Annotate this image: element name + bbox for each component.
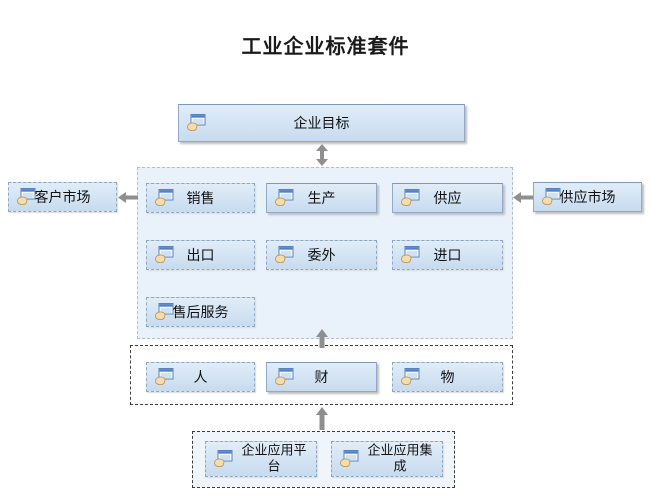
node-supply[interactable]: 供应 <box>392 183 503 213</box>
form-icon <box>154 189 174 207</box>
node-import[interactable]: 进口 <box>392 240 503 270</box>
node-label: 委外 <box>307 248 336 264</box>
node-label: 企业应用集成 <box>367 443 433 474</box>
form-icon <box>154 303 174 321</box>
node-material[interactable]: 物 <box>392 362 503 392</box>
node-label: 出口 <box>186 248 215 264</box>
double-vertical-arrow-icon <box>316 144 328 166</box>
node-label: 物 <box>440 370 455 386</box>
node-people[interactable]: 人 <box>146 362 255 392</box>
node-app-integration[interactable]: 企业应用集成 <box>331 441 443 477</box>
node-customer-market[interactable]: 客户市场 <box>8 182 117 212</box>
form-icon <box>400 246 420 264</box>
node-label: 财 <box>314 370 329 386</box>
node-label: 企业目标 <box>293 116 350 132</box>
left-arrow-icon <box>118 192 138 203</box>
form-icon <box>154 368 174 386</box>
node-production[interactable]: 生产 <box>266 183 377 213</box>
node-label: 进口 <box>433 248 462 264</box>
node-export[interactable]: 出口 <box>146 240 255 270</box>
node-sales[interactable]: 销售 <box>146 183 255 213</box>
left-arrow-icon <box>513 192 533 203</box>
node-app-platform[interactable]: 企业应用平台 <box>205 441 317 477</box>
form-icon <box>186 114 206 132</box>
node-label: 销售 <box>186 191 215 207</box>
form-icon <box>400 189 420 207</box>
form-icon <box>274 368 294 386</box>
node-label: 供应 <box>433 191 462 207</box>
form-icon <box>400 368 420 386</box>
up-arrow-icon <box>316 329 328 348</box>
node-label: 客户市场 <box>34 190 91 206</box>
node-after-sales[interactable]: 售后服务 <box>146 297 255 327</box>
node-label: 售后服务 <box>172 305 229 321</box>
node-finance[interactable]: 财 <box>266 362 377 392</box>
node-label: 企业应用平台 <box>241 443 307 474</box>
node-outsource[interactable]: 委外 <box>266 240 377 270</box>
form-icon <box>16 188 36 206</box>
node-label: 供应市场 <box>559 190 616 206</box>
form-icon <box>274 189 294 207</box>
node-label: 人 <box>193 370 208 386</box>
form-icon <box>154 246 174 264</box>
form-icon <box>274 246 294 264</box>
diagram-title: 工业企业标准套件 <box>241 34 410 58</box>
form-icon <box>213 450 233 468</box>
node-label: 生产 <box>307 191 336 207</box>
node-supply-market[interactable]: 供应市场 <box>533 182 642 212</box>
node-enterprise-goal[interactable]: 企业目标 <box>178 104 465 142</box>
form-icon <box>339 450 359 468</box>
form-icon <box>541 188 561 206</box>
up-arrow-icon <box>316 407 328 430</box>
